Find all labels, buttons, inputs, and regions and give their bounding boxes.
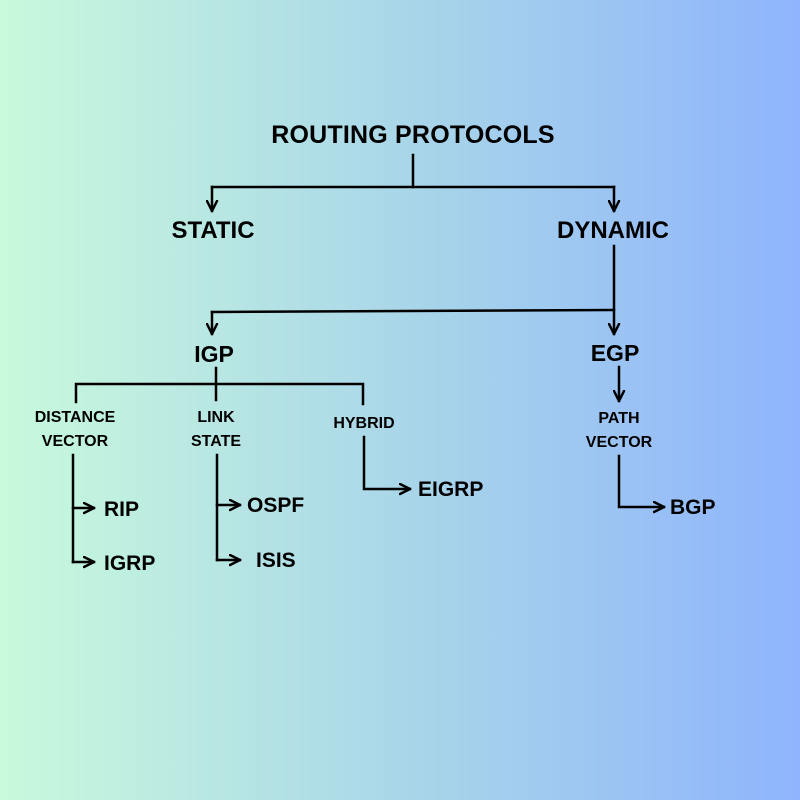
leaf-ospf: OSPF xyxy=(247,494,305,517)
leaf-eigrp: EIGRP xyxy=(418,478,484,501)
leaf-bgp: BGP xyxy=(670,496,716,519)
node-static: STATIC xyxy=(171,217,255,244)
node-dynamic: DYNAMIC xyxy=(557,217,669,244)
node-path-vector-line1: PATH xyxy=(598,410,640,427)
leaf-rip: RIP xyxy=(104,498,140,521)
node-egp: EGP xyxy=(590,340,640,366)
node-link-state-line2: STATE xyxy=(190,433,242,450)
node-distance-vector-line2: VECTOR xyxy=(41,433,109,450)
node-distance-vector: DISTANCE VECTOR xyxy=(35,406,116,454)
arrow-to-eigrp xyxy=(362,435,412,496)
diagram-title: ROUTING PROTOCOLS xyxy=(271,121,555,149)
dynamic-crossbar xyxy=(210,308,616,314)
leaf-isis: ISIS xyxy=(256,549,296,572)
node-path-vector: PATH VECTOR xyxy=(586,407,652,455)
leaf-igrp: IGRP xyxy=(104,552,156,575)
node-path-vector-line2: VECTOR xyxy=(585,434,653,451)
node-distance-vector-line1: DISTANCE xyxy=(34,409,116,426)
arrow-to-bgp xyxy=(617,454,666,514)
node-hybrid: HYBRID xyxy=(333,415,395,432)
node-igp: IGP xyxy=(194,341,234,367)
node-link-state: LINK STATE xyxy=(191,406,241,454)
igp-bracket xyxy=(74,382,365,406)
node-link-state-line1: LINK xyxy=(197,409,235,426)
